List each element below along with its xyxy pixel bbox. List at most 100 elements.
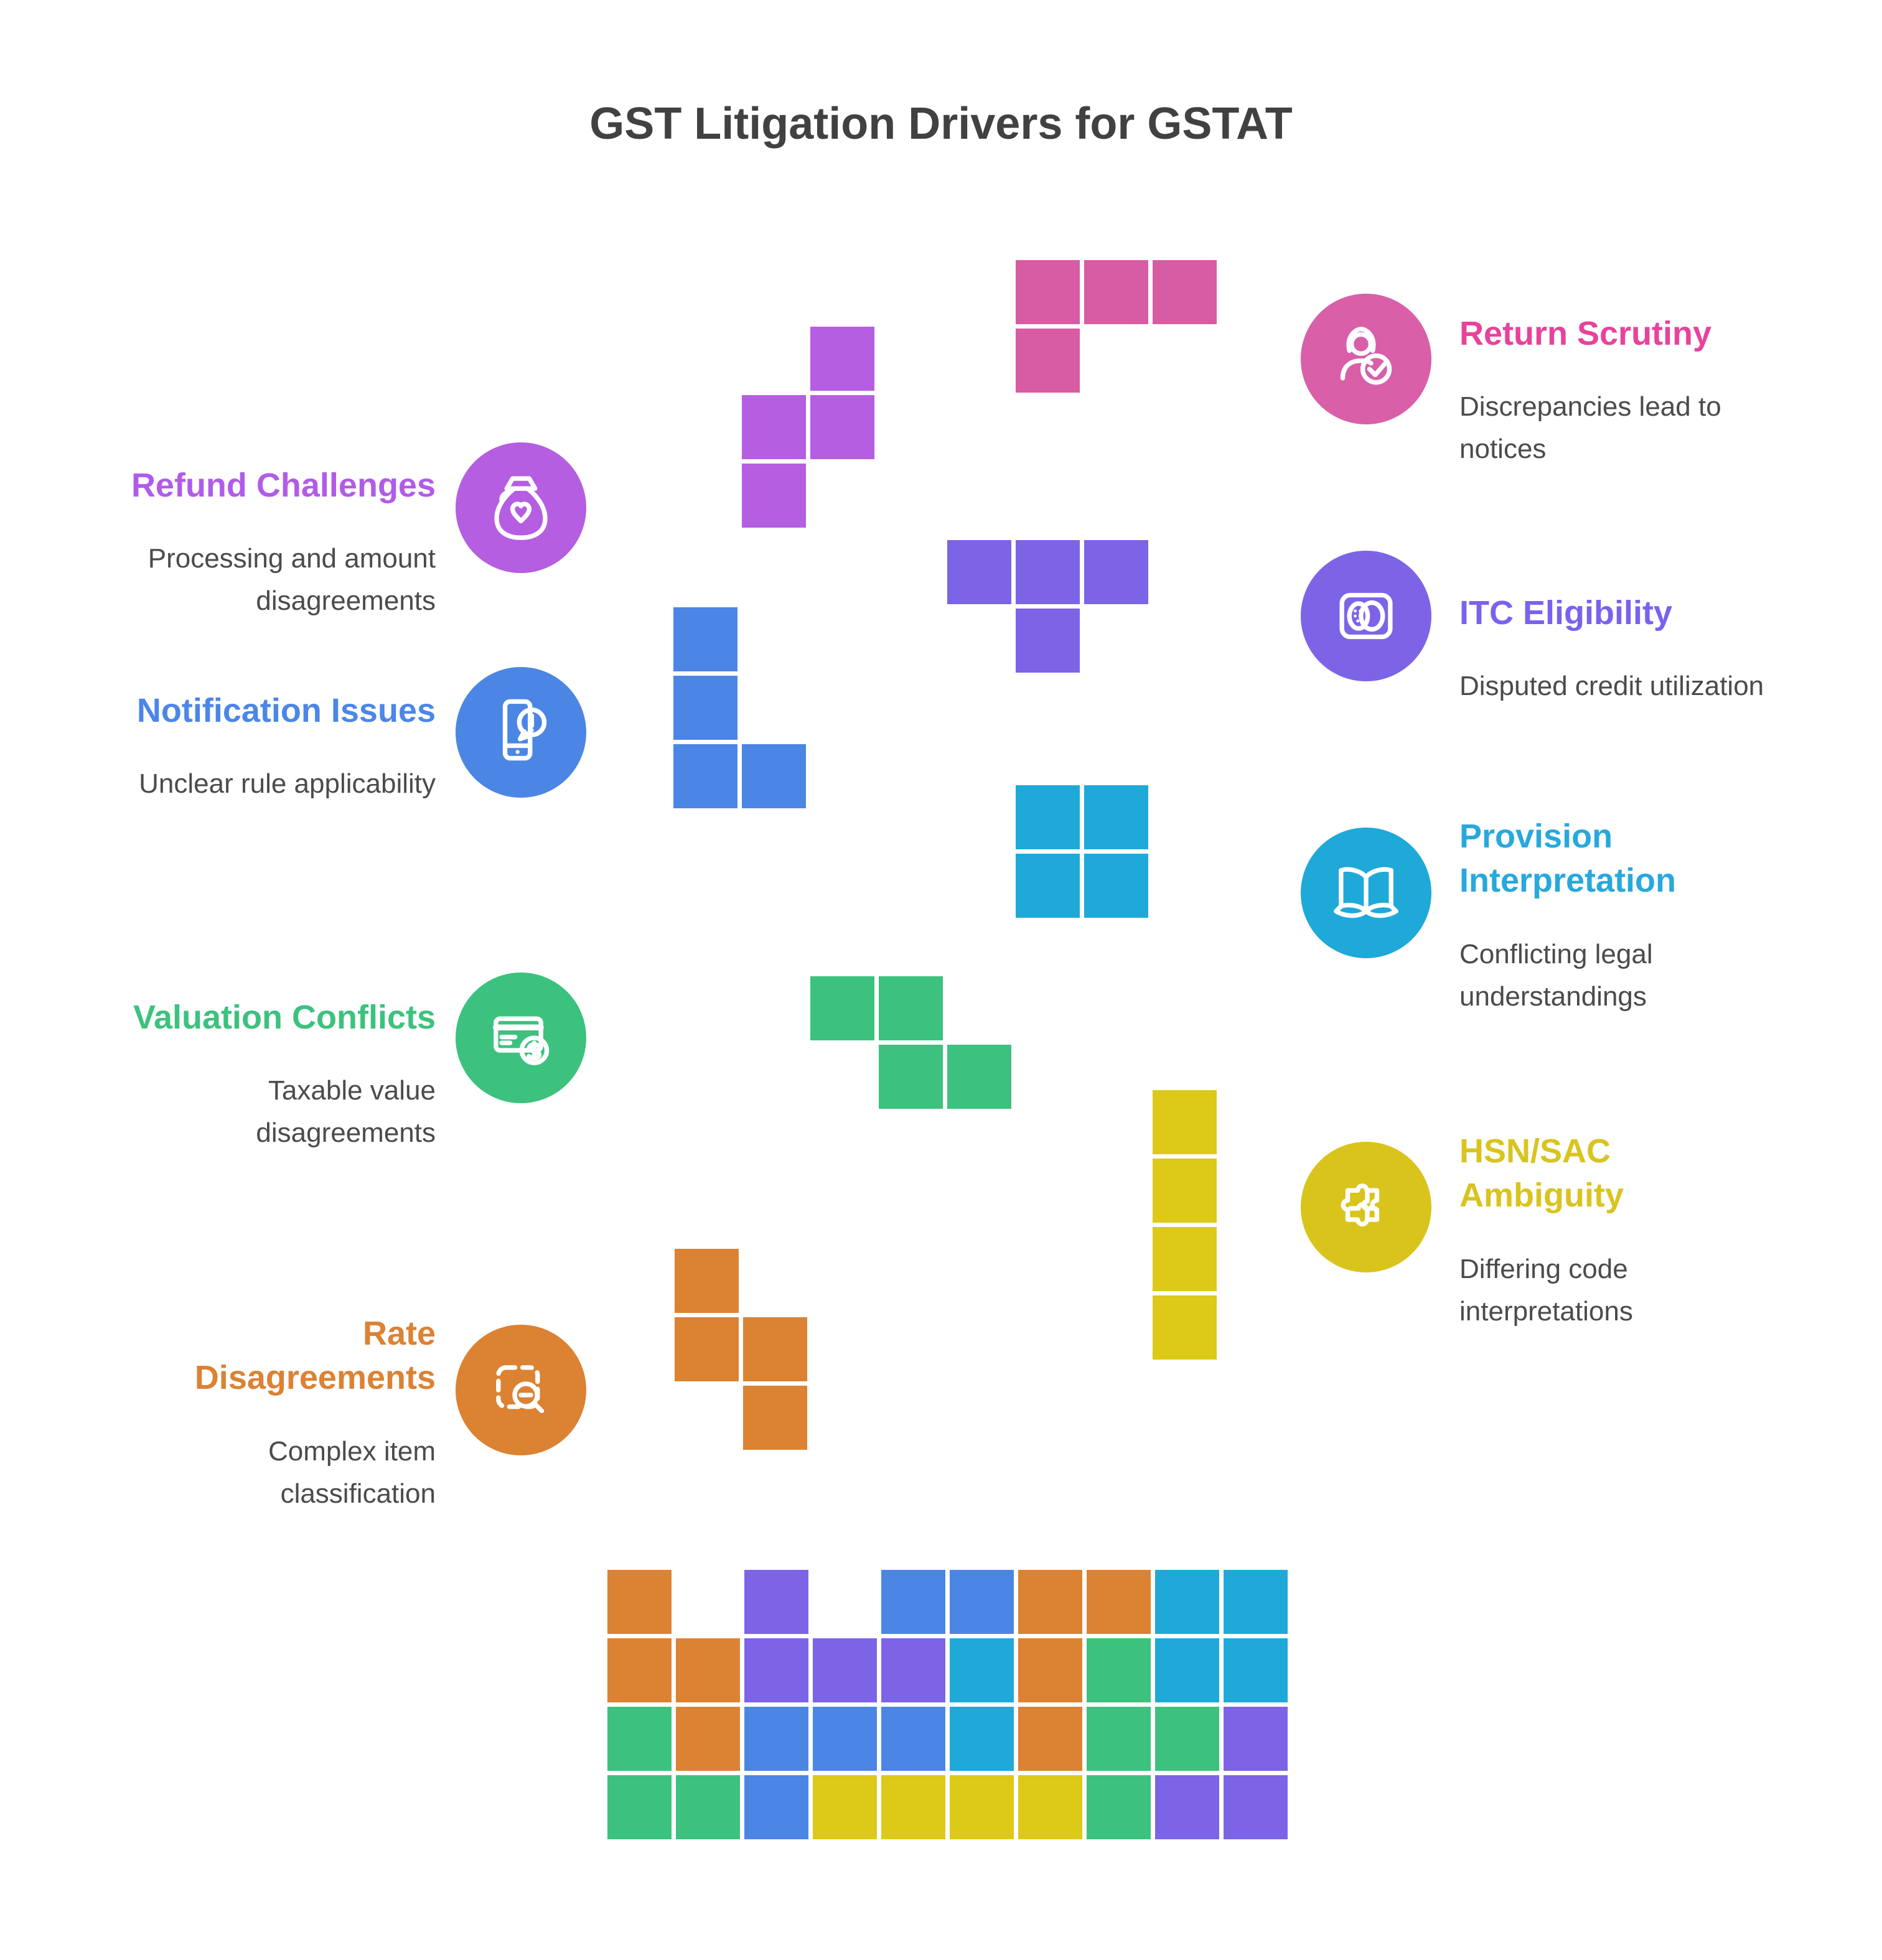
person-check-icon: [1340, 327, 1392, 385]
piece-orchid-s-cell: [810, 395, 874, 459]
board-cell: [607, 1775, 672, 1839]
board-cell: [1155, 1638, 1219, 1702]
scan-search-icon: [496, 1365, 545, 1414]
money-bag-icon: [494, 476, 548, 540]
item-itc-eligibility: ITC Eligibility Disputed credit utilizat…: [1459, 580, 1764, 719]
board-cell: [881, 1775, 945, 1839]
piece-green-z-cell: [947, 1045, 1011, 1109]
item-hsn-sac-ambiguity: HSN/SAC Ambiguity Differing code interpr…: [1459, 1118, 1633, 1344]
piece-cyan-o-cell: [1084, 785, 1148, 849]
refund-challenges-icon-circle: [456, 442, 586, 573]
piece-yellow-i-cell: [1153, 1090, 1217, 1154]
board-cell: [1018, 1707, 1082, 1771]
item-notification-issues: Notification Issues Unclear rule applica…: [137, 678, 436, 816]
puzzle-icon: [1341, 1183, 1380, 1227]
item-refund-challenges: Refund Challenges Processing and amount …: [131, 452, 436, 634]
piece-pink-j-cell: [1084, 260, 1148, 324]
board-cell: [676, 1775, 740, 1839]
item-desc: Complex item classification: [268, 1435, 436, 1509]
item-valuation-conflicts: Valuation Conflicts Taxable value disagr…: [133, 984, 436, 1166]
hsn-sac-ambiguity-icon-circle: [1301, 1142, 1431, 1272]
piece-violet-t-cell: [1016, 540, 1080, 604]
board-cell: [744, 1707, 808, 1771]
piece-blue-j-cell: [742, 744, 806, 808]
page-title: GST Litigation Drivers for GSTAT: [589, 99, 1293, 149]
board-cell: [1018, 1570, 1082, 1634]
piece-violet-t-cell: [947, 540, 1011, 604]
board-cell: [1087, 1638, 1151, 1702]
board-cell: [1087, 1775, 1151, 1839]
item-desc: Unclear rule applicability: [139, 768, 436, 800]
item-desc: Taxable value disagreements: [256, 1075, 436, 1149]
piece-yellow-i-cell: [1153, 1227, 1217, 1291]
board-cell: [607, 1570, 672, 1634]
piece-orange-z-cell: [675, 1249, 739, 1313]
notification-issues-icon-circle: [456, 667, 586, 798]
piece-blue-j-cell: [673, 607, 737, 671]
piece-yellow-i-cell: [1153, 1295, 1217, 1360]
piece-yellow-i-cell: [1153, 1159, 1217, 1223]
piece-orchid-s-cell: [810, 327, 874, 391]
item-title: ITC Eligibility: [1459, 594, 1673, 632]
provision-interpretation-icon-circle: [1301, 828, 1431, 958]
item-title: Valuation Conflicts: [133, 999, 436, 1036]
board-cell: [881, 1570, 945, 1634]
board-cell: [813, 1638, 877, 1702]
piece-cyan-o-cell: [1084, 854, 1148, 918]
board-cell: [607, 1638, 672, 1702]
piece-orange-z-cell: [675, 1317, 739, 1381]
item-provision-interpretation: Provision Interpretation Conflicting leg…: [1459, 803, 1676, 1029]
piece-blue-j-cell: [673, 744, 737, 808]
piece-pink-j-cell: [1016, 329, 1080, 393]
board-cell: [1018, 1775, 1082, 1839]
item-desc: Disputed credit utilization: [1459, 671, 1764, 702]
board-cell: [1224, 1638, 1288, 1702]
piece-orchid-s-cell: [742, 464, 806, 528]
item-return-scrutiny: Return Scrutiny Discrepancies lead to no…: [1459, 301, 1721, 482]
board-cell: [1155, 1775, 1219, 1839]
board-cell: [607, 1707, 672, 1771]
piece-green-z-cell: [810, 976, 874, 1040]
item-title: Refund Challenges: [131, 467, 436, 504]
coins-icon: [1339, 592, 1393, 640]
return-scrutiny-icon-circle: [1301, 294, 1431, 424]
piece-violet-t-cell: [1016, 609, 1080, 673]
valuation-conflicts-icon-circle: [456, 973, 586, 1103]
item-desc: Discrepancies lead to notices: [1459, 391, 1721, 465]
board-cell: [950, 1707, 1014, 1771]
piece-pink-j-cell: [1016, 260, 1080, 324]
piece-cyan-o-cell: [1016, 854, 1080, 918]
piece-cyan-o-cell: [1016, 785, 1080, 849]
itc-eligibility-icon-circle: [1301, 551, 1431, 681]
card-dollar-icon: [493, 1016, 550, 1065]
board-cell: [744, 1775, 808, 1839]
board-cell: [1224, 1775, 1288, 1839]
board-cell: [881, 1638, 945, 1702]
item-desc: Conflicting legal understandings: [1459, 938, 1653, 1012]
piece-orange-z-cell: [743, 1317, 807, 1381]
item-title: HSN/SAC Ambiguity: [1459, 1132, 1624, 1215]
board-cell: [676, 1638, 740, 1702]
piece-orange-z-cell: [743, 1386, 807, 1450]
piece-orchid-s-cell: [742, 395, 806, 459]
board-cell: [1224, 1570, 1288, 1634]
board-cell: [813, 1707, 877, 1771]
board-cell: [1155, 1707, 1219, 1771]
phone-alert-icon: [502, 699, 547, 761]
board-cell: [813, 1775, 877, 1839]
board-cell: [676, 1707, 740, 1771]
board-cell: [1087, 1570, 1151, 1634]
piece-pink-j-cell: [1153, 260, 1217, 324]
item-title: Notification Issues: [136, 692, 436, 729]
piece-green-z-cell: [879, 976, 943, 1040]
open-book-icon: [1334, 867, 1398, 918]
board-cell: [1224, 1707, 1288, 1771]
board-cell: [1087, 1707, 1151, 1771]
board-cell: [744, 1570, 808, 1634]
item-title: Return Scrutiny: [1459, 315, 1712, 352]
rate-disagreements-icon-circle: [456, 1325, 586, 1455]
board-cell: [881, 1707, 945, 1771]
item-desc: Processing and amount disagreements: [147, 543, 436, 617]
item-title: Rate Disagreements: [194, 1315, 436, 1397]
